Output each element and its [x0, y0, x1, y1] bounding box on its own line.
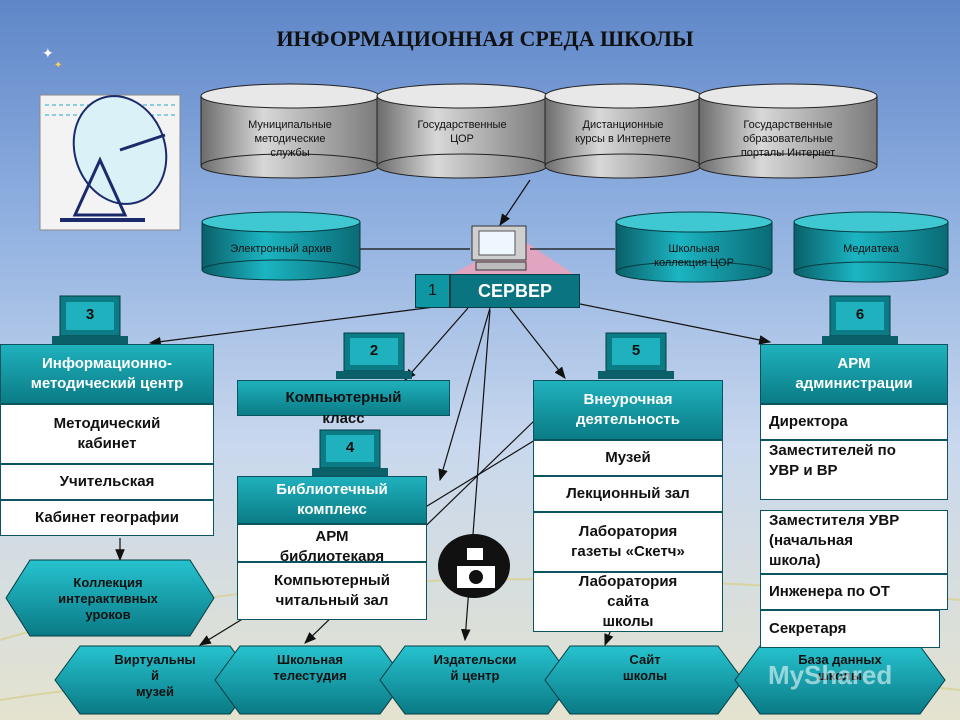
db-label: Электронный архив — [230, 243, 332, 255]
node-number: 3 — [85, 306, 95, 323]
db-cylinder[interactable] — [615, 211, 773, 283]
connector — [438, 307, 491, 482]
computer-monitor-icon — [312, 429, 388, 476]
node-number: 6 — [855, 306, 865, 323]
db-cylinder[interactable] — [698, 83, 878, 179]
mid-databases — [201, 211, 949, 283]
node-3-header[interactable]: Информационно-методический центр — [0, 344, 214, 404]
db-label: Медиатека — [843, 243, 899, 255]
sparkle-icon: ✦ — [42, 45, 54, 61]
connector — [604, 631, 614, 647]
collection-shape[interactable] — [5, 559, 215, 637]
node-3-item[interactable]: Кабинет географии — [0, 500, 214, 536]
db-cylinder[interactable] — [376, 83, 548, 179]
connector — [509, 307, 566, 379]
computer-monitor-icon — [52, 295, 128, 344]
bottom-hex[interactable] — [379, 645, 574, 715]
connector — [404, 307, 469, 381]
node-2-header[interactable]: Компьютерный — [237, 380, 450, 416]
connector — [559, 299, 772, 345]
node-number: 2 — [369, 342, 379, 359]
node-number: 5 — [631, 342, 641, 359]
computer-monitor-icon — [598, 332, 674, 379]
watermark: MyShared — [768, 660, 893, 690]
db-cylinder[interactable] — [201, 211, 361, 281]
db-cylinder[interactable] — [793, 211, 949, 283]
db-cylinder[interactable] — [544, 83, 702, 179]
server-number: 1 — [415, 274, 450, 308]
bottom-hex[interactable] — [214, 645, 406, 715]
top-databases — [200, 83, 878, 179]
node-3-item[interactable]: Учительская — [0, 464, 214, 500]
node-5-item[interactable]: Лекционный зал — [533, 476, 723, 512]
connector — [499, 179, 531, 226]
node-number: 4 — [345, 439, 355, 456]
computer-monitor-icon — [471, 225, 527, 271]
node-5-item[interactable]: Музей — [533, 440, 723, 476]
node-6-item[interactable]: Секретаря — [760, 610, 940, 648]
camera-icon — [438, 534, 510, 598]
node-6-item[interactable]: Директора — [760, 404, 948, 440]
connector — [148, 304, 451, 347]
page-title: ИНФОРМАЦИОННАЯ СРЕДА ШКОЛЫ — [276, 26, 694, 51]
node-2-header-line: класс — [322, 410, 365, 427]
computer-monitor-icon — [822, 295, 898, 344]
sparkle-icon: ✦ — [54, 60, 62, 71]
satellite-dish-icon: ✦ ✦ — [39, 45, 181, 231]
computer-monitor-icon — [336, 332, 412, 379]
bottom-hex[interactable] — [54, 645, 256, 715]
bottom-row — [54, 645, 946, 715]
server-box[interactable]: СЕРВЕР — [450, 274, 580, 308]
bottom-hex[interactable] — [544, 645, 744, 715]
node-6-item[interactable]: Инженера по ОТ — [760, 574, 948, 610]
